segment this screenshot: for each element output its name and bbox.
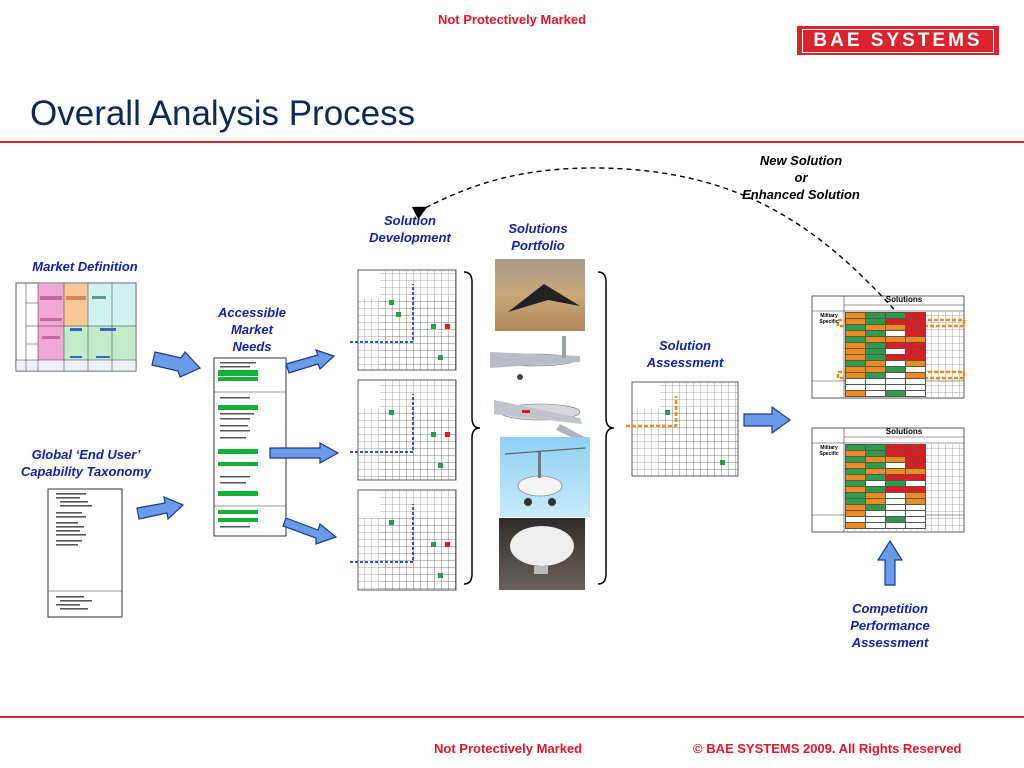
uav-aircraft-image bbox=[490, 336, 580, 380]
arrow-market-to-needs bbox=[151, 351, 202, 378]
solution-assessment-matrix bbox=[626, 381, 739, 477]
solutions-cell bbox=[845, 390, 866, 397]
solutions-portfolio-label: Solutions Portfolio bbox=[508, 221, 568, 253]
footer-divider bbox=[0, 716, 1024, 718]
autogyro-image bbox=[500, 437, 590, 517]
solution-matrix-3 bbox=[350, 489, 457, 591]
feedback-arrow bbox=[411, 167, 901, 317]
solutions-table-2-rowlabel: Military Specific bbox=[819, 445, 839, 457]
solutions-cell bbox=[905, 522, 926, 529]
solutions-cell bbox=[865, 390, 886, 397]
logo-text: BAE SYSTEMS bbox=[802, 28, 994, 53]
solutions-cell bbox=[865, 522, 886, 529]
bae-systems-logo: BAE SYSTEMS bbox=[797, 26, 999, 55]
solution-matrix-2 bbox=[350, 379, 457, 481]
capability-taxonomy-label: Global ‘End User’ Capability Taxonomy bbox=[20, 447, 152, 479]
left-brace bbox=[463, 271, 481, 585]
arrow-taxonomy-to-needs bbox=[136, 496, 185, 521]
arrow-assessment-to-tables bbox=[743, 405, 792, 435]
arrow-needs-to-matrix-1 bbox=[285, 349, 336, 374]
classification-header: Not Protectively Marked bbox=[437, 12, 587, 27]
competition-assessment-label: Competition Performance Assessment bbox=[850, 601, 930, 650]
solutions-table-1-rowlabel: Military Specific bbox=[819, 313, 839, 325]
market-definition-label: Market Definition bbox=[32, 259, 138, 274]
solutions-table-1-title: Solutions bbox=[885, 295, 923, 304]
arrow-needs-to-matrix-3 bbox=[282, 517, 338, 545]
header-divider bbox=[0, 141, 1024, 143]
twin-boom-uav-image bbox=[494, 400, 590, 444]
accessible-market-needs-label: Accessible Market Needs bbox=[218, 305, 286, 354]
solutions-cell bbox=[885, 390, 906, 397]
copyright-notice: © BAE SYSTEMS 2009. All Rights Reserved bbox=[693, 741, 962, 756]
arrow-competition-up bbox=[876, 539, 904, 586]
arrow-needs-to-matrix-2 bbox=[269, 441, 340, 465]
right-brace bbox=[597, 271, 615, 585]
market-definition-matrix bbox=[15, 282, 137, 372]
page-title: Overall Analysis Process bbox=[30, 94, 416, 133]
solutions-cell bbox=[845, 522, 866, 529]
solutions-cell bbox=[885, 522, 906, 529]
solution-matrix-1 bbox=[350, 269, 457, 371]
capability-taxonomy-document bbox=[47, 488, 123, 618]
solutions-cell bbox=[905, 390, 926, 397]
solution-assessment-label: Solution Assessment bbox=[646, 338, 724, 370]
airship-image bbox=[499, 518, 585, 590]
accessible-needs-document bbox=[213, 357, 287, 537]
classification-footer: Not Protectively Marked bbox=[434, 741, 583, 756]
new-solution-label: New Solution or Enhanced Solution bbox=[742, 153, 860, 202]
solutions-table-2-title: Solutions bbox=[885, 427, 923, 436]
stealth-aircraft-image bbox=[495, 259, 585, 331]
